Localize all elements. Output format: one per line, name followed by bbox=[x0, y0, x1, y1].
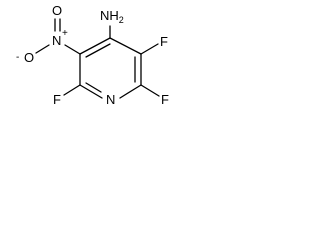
bond-c5-c4 bbox=[79, 37, 111, 55]
bond-c2-f bbox=[140, 84, 160, 97]
bond-c5-nitro-n bbox=[64, 44, 81, 55]
nitro-nitrogen-charge: + bbox=[62, 28, 68, 39]
ring-nitrogen-label: N bbox=[106, 92, 115, 107]
fluorine-3-label: F bbox=[160, 34, 168, 49]
nitro-oxygen-single-label: O bbox=[24, 50, 34, 65]
bond-c6-f bbox=[63, 84, 81, 96]
atom-labels: NH2 N N + O O - F F F bbox=[16, 3, 169, 107]
bond-n1-c6-inner bbox=[85, 82, 102, 93]
bond-n1-c6 bbox=[79, 84, 103, 99]
fluorine-6-label: F bbox=[53, 92, 61, 107]
bond-c2-n1 bbox=[119, 84, 142, 99]
nitro-oxygen-double-label: O bbox=[52, 3, 62, 18]
amino-group-label: NH2 bbox=[100, 8, 124, 25]
bond-nitro-n-o-single bbox=[35, 44, 50, 54]
pyridine-ring bbox=[79, 37, 142, 99]
nitro-nitrogen-label: N bbox=[52, 33, 61, 48]
bond-c5-c4-inner bbox=[85, 43, 111, 58]
chemical-structure-diagram: NH2 N N + O O - F F F bbox=[16, 3, 169, 107]
fluorine-2-label: F bbox=[161, 92, 169, 107]
bond-c4-c3 bbox=[109, 37, 142, 55]
nitro-oxygen-charge: - bbox=[16, 52, 19, 63]
bond-c3-f bbox=[140, 43, 159, 55]
substituent-bonds bbox=[35, 18, 160, 97]
